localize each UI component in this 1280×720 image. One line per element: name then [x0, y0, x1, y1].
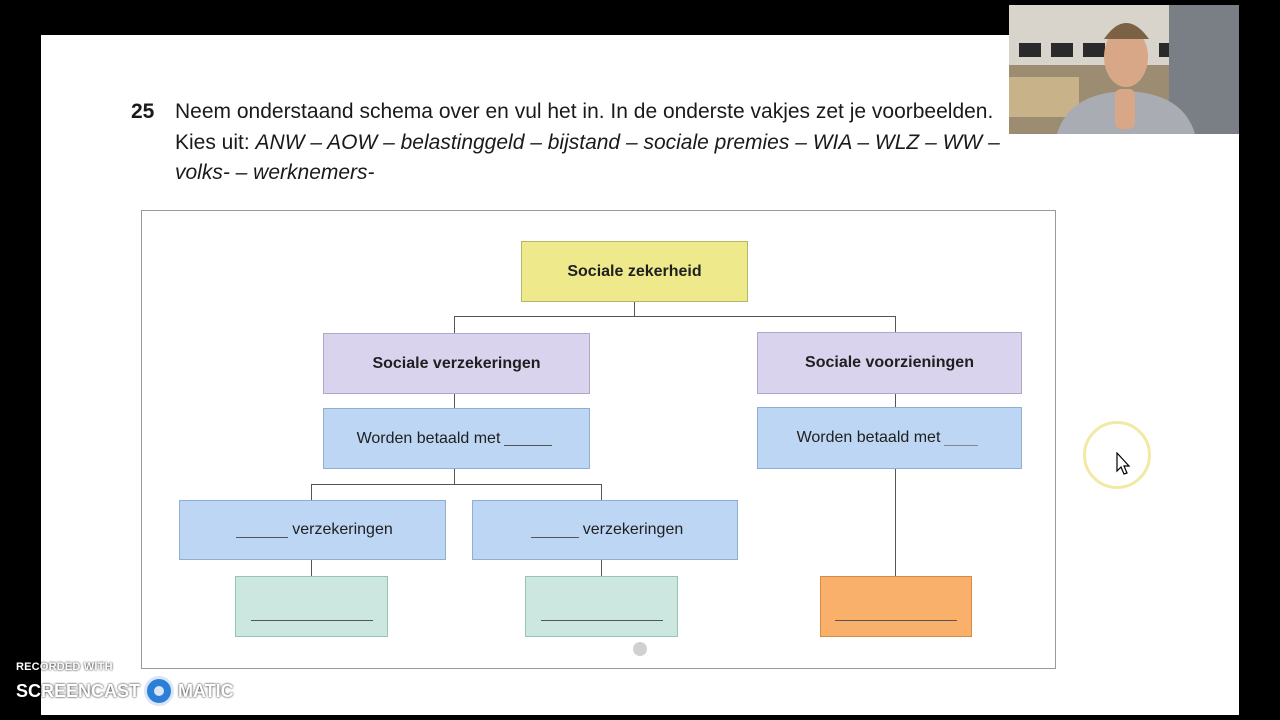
example-box-1: [235, 576, 388, 637]
fill-blank: [835, 606, 957, 621]
webcam-person-icon: [1009, 5, 1239, 134]
right-branch-box: Sociale voorzieningen: [757, 332, 1022, 394]
connector: [895, 316, 896, 332]
left-paid-label: Worden betaald met: [356, 429, 501, 447]
connector: [634, 302, 635, 316]
cursor-highlight: [1083, 421, 1151, 489]
example-box-3: [820, 576, 972, 637]
left-sub-box: verzekeringen: [179, 500, 446, 560]
crosshair-icon: [633, 642, 647, 656]
connector: [454, 469, 455, 484]
right-branch-label: Sociale voorzieningen: [805, 354, 974, 371]
connector: [601, 484, 602, 500]
example-box-2: [525, 576, 678, 637]
right-sub-label: verzekeringen: [582, 521, 684, 538]
root-box: Sociale zekerheid: [521, 241, 748, 302]
question-options: ANW – AOW – belastinggeld – bijstand – s…: [175, 130, 1000, 185]
connector: [601, 560, 602, 576]
screencast-watermark: RECORDED WITH SCREENCAST MATIC: [16, 661, 234, 706]
watermark-brand-left: SCREENCAST: [16, 680, 141, 701]
connector: [895, 469, 896, 576]
left-branch-label: Sociale verzekeringen: [372, 354, 541, 372]
watermark-brand-right: MATIC: [178, 680, 234, 701]
watermark-recorded: RECORDED WITH: [16, 661, 113, 673]
connector: [454, 316, 455, 333]
fill-blank: [504, 431, 553, 446]
question-instruction: Neem onderstaand schema over en vul het …: [175, 100, 994, 154]
right-paid-label: Worden betaald met: [796, 429, 941, 446]
connector: [454, 316, 896, 317]
fill-blank: [540, 606, 663, 621]
screencast-logo-icon: [144, 676, 175, 706]
left-paid-box: Worden betaald met: [323, 408, 590, 469]
fill-blank: [250, 606, 373, 621]
root-label: Sociale zekerheid: [567, 262, 702, 280]
right-paid-box: Worden betaald met: [757, 407, 1022, 469]
fill-blank: [236, 523, 289, 538]
fill-blank: [944, 431, 979, 446]
right-sub-box: verzekeringen: [472, 500, 738, 560]
left-sub-label: verzekeringen: [292, 521, 393, 538]
question-text: Neem onderstaand schema over en vul het …: [175, 97, 1015, 189]
webcam-overlay: [1009, 5, 1239, 134]
connector: [311, 484, 602, 485]
connector: [311, 484, 312, 500]
connector: [454, 394, 455, 408]
left-branch-box: Sociale verzekeringen: [323, 333, 590, 394]
fill-blank: [530, 523, 579, 538]
connector: [895, 394, 896, 407]
connector: [311, 560, 312, 576]
question-number: 25: [131, 100, 155, 123]
mouse-pointer-icon: [1116, 452, 1131, 475]
